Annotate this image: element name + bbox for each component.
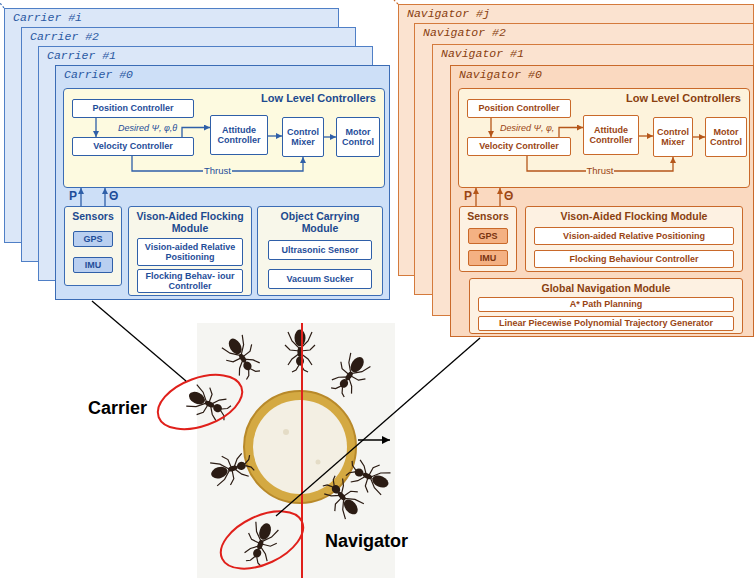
highlight-ellipse bbox=[212, 500, 312, 578]
agent-panel: Navigator #0 Low Level ControllersPositio… bbox=[450, 65, 754, 337]
process-box: Velocity Controller bbox=[72, 137, 194, 156]
edge-label: Θ bbox=[108, 190, 119, 204]
module-title: Object Carrying Module bbox=[258, 207, 382, 234]
process-box: Vacuum Sucker bbox=[268, 269, 372, 289]
process-box: A* Path Planning bbox=[478, 297, 734, 312]
ant bbox=[285, 330, 315, 373]
box-label: Position Controller bbox=[93, 103, 174, 113]
box-label: Velocity Controller bbox=[479, 141, 559, 151]
box-label: Control Mixer bbox=[655, 127, 691, 148]
panel-title: Carrier #0 bbox=[56, 66, 389, 83]
ant bbox=[183, 381, 234, 427]
box-label: IMU bbox=[85, 260, 102, 270]
box-label: Position Controller bbox=[479, 103, 560, 113]
process-box: Flocking Behaviour Controller bbox=[534, 250, 734, 268]
panel-title: Carrier #i bbox=[5, 9, 338, 26]
process-box: Control Mixer bbox=[653, 117, 693, 157]
box-label: Vision-aided Relative Positioning bbox=[139, 242, 241, 263]
role-label: Carrier bbox=[88, 398, 147, 419]
edge-label: Thrust bbox=[203, 166, 232, 177]
group-title: Low Level Controllers bbox=[459, 89, 749, 105]
sensor-chip: IMU bbox=[468, 250, 508, 266]
module-box: Vison-Aided Flocking ModuleVision-aided … bbox=[525, 206, 743, 272]
box-label: Velocity Controller bbox=[93, 141, 173, 151]
box-label: Control Mixer bbox=[284, 127, 322, 148]
module-box: SensorsGPS IMU bbox=[459, 206, 517, 272]
process-box: Motor Control bbox=[705, 117, 747, 157]
process-box: Control Mixer bbox=[282, 117, 324, 157]
panel-title: Navigator #0 bbox=[451, 66, 753, 83]
ant bbox=[343, 454, 394, 498]
leader-line bbox=[92, 301, 186, 381]
module-title: Sensors bbox=[460, 207, 516, 222]
ant bbox=[207, 448, 256, 489]
edge-label: Desired Ψ, φ,θ bbox=[117, 123, 178, 133]
module-title: Vison-Aided Flocking Module bbox=[526, 207, 742, 222]
panel-title: Carrier #1 bbox=[39, 47, 372, 64]
box-label: A* Path Planning bbox=[570, 299, 643, 309]
process-box: Vision-aided Relative Positioning bbox=[137, 238, 243, 266]
ant bbox=[325, 349, 374, 401]
box-label: Attitude Controller bbox=[212, 125, 266, 146]
sensor-chip: IMU bbox=[73, 257, 113, 273]
box-label: Linear Piecewise Polynomial Trajectory G… bbox=[499, 318, 713, 328]
box-label: IMU bbox=[480, 253, 497, 263]
sensor-chip: GPS bbox=[73, 231, 113, 247]
process-box: Motor Control bbox=[336, 117, 380, 157]
agent-panel: Carrier #0 Low Level ControllersPosition … bbox=[55, 65, 390, 300]
box-label: GPS bbox=[83, 234, 102, 244]
box-label: Ultrasonic Sensor bbox=[281, 245, 358, 255]
box-label: GPS bbox=[478, 231, 497, 241]
process-box: Position Controller bbox=[467, 99, 571, 118]
process-box: Attitude Controller bbox=[583, 115, 639, 155]
process-box: Velocity Controller bbox=[467, 137, 571, 156]
module-title: Global Navigation Module bbox=[470, 279, 742, 294]
module-box: Global Navigation Module A* Path Planning… bbox=[469, 278, 743, 334]
panel-title: Navigator #1 bbox=[433, 45, 753, 62]
process-box: Linear Piecewise Polynomial Trajectory G… bbox=[478, 316, 734, 331]
divider-line bbox=[301, 323, 303, 578]
edge-label: Thrust bbox=[586, 166, 615, 177]
process-box: Position Controller bbox=[72, 99, 194, 118]
module-box: SensorsGPS IMU bbox=[64, 206, 122, 286]
edge-label: P bbox=[463, 190, 473, 204]
ant bbox=[317, 471, 367, 523]
box-label: Vision-aided Relative Positioning bbox=[563, 231, 705, 241]
process-box: Flocking Behav- iour Controller bbox=[137, 269, 243, 293]
module-box: Vison-Aided Flocking ModuleVision-aided … bbox=[128, 206, 252, 296]
cookie-crumb bbox=[316, 460, 321, 465]
edge-label: Desired Ψ, φ, bbox=[499, 123, 555, 133]
panel-title: Navigator #2 bbox=[415, 24, 753, 41]
module-title: Vison-Aided Flocking Module bbox=[129, 207, 251, 234]
cookie-crumb bbox=[283, 429, 289, 435]
process-box: Attitude Controller bbox=[210, 115, 268, 155]
edge-label: P bbox=[68, 190, 78, 204]
box-label: Attitude Controller bbox=[585, 125, 637, 146]
box-label: Motor Control bbox=[707, 127, 745, 148]
panel-title: Carrier #2 bbox=[22, 28, 355, 45]
edge-label: Θ bbox=[503, 190, 514, 204]
highlight-ellipse bbox=[150, 364, 249, 439]
sensor-chip: GPS bbox=[468, 228, 508, 244]
box-label: Motor Control bbox=[338, 127, 378, 148]
process-box: Vision-aided Relative Positioning bbox=[534, 227, 734, 245]
box-label: Flocking Behaviour Controller bbox=[569, 254, 698, 264]
role-label: Navigator bbox=[325, 531, 408, 552]
box-label: Flocking Behav- iour Controller bbox=[139, 271, 241, 292]
process-box: Ultrasonic Sensor bbox=[268, 240, 372, 260]
module-title: Sensors bbox=[65, 207, 121, 222]
box-label: Vacuum Sucker bbox=[286, 274, 353, 284]
leader-line bbox=[276, 338, 480, 516]
panel-title: Navigator #j bbox=[399, 5, 753, 22]
cookie-rim bbox=[244, 391, 356, 503]
module-box: Object Carrying ModuleUltrasonic SensorV… bbox=[257, 206, 383, 296]
group-title: Low Level Controllers bbox=[64, 89, 384, 105]
